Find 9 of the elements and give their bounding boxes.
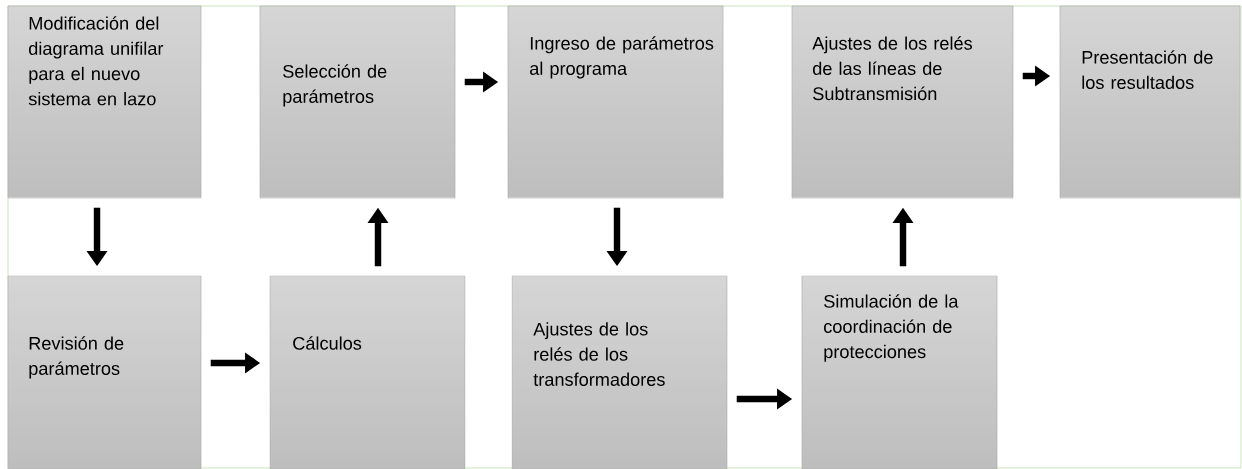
process-box: Ingreso de parámetros al programa	[507, 5, 724, 199]
process-box: Simulación de la coordinación de protecciones	[801, 275, 998, 469]
process-box: Presentación de los resultados	[1059, 5, 1241, 199]
process-box: Cálculos	[269, 275, 466, 469]
process-box: Modificación del diagrama unifilar para el nuevo sistema en lazo	[7, 5, 202, 199]
process-box: Ajustes de los relés de los transformadores	[511, 275, 728, 469]
process-box: Selección de parámetros	[259, 5, 456, 199]
process-box: Ajustes de los relés de las líneas de Subtransmisión	[791, 5, 1014, 199]
process-box: Revisión de parámetros	[7, 275, 202, 469]
